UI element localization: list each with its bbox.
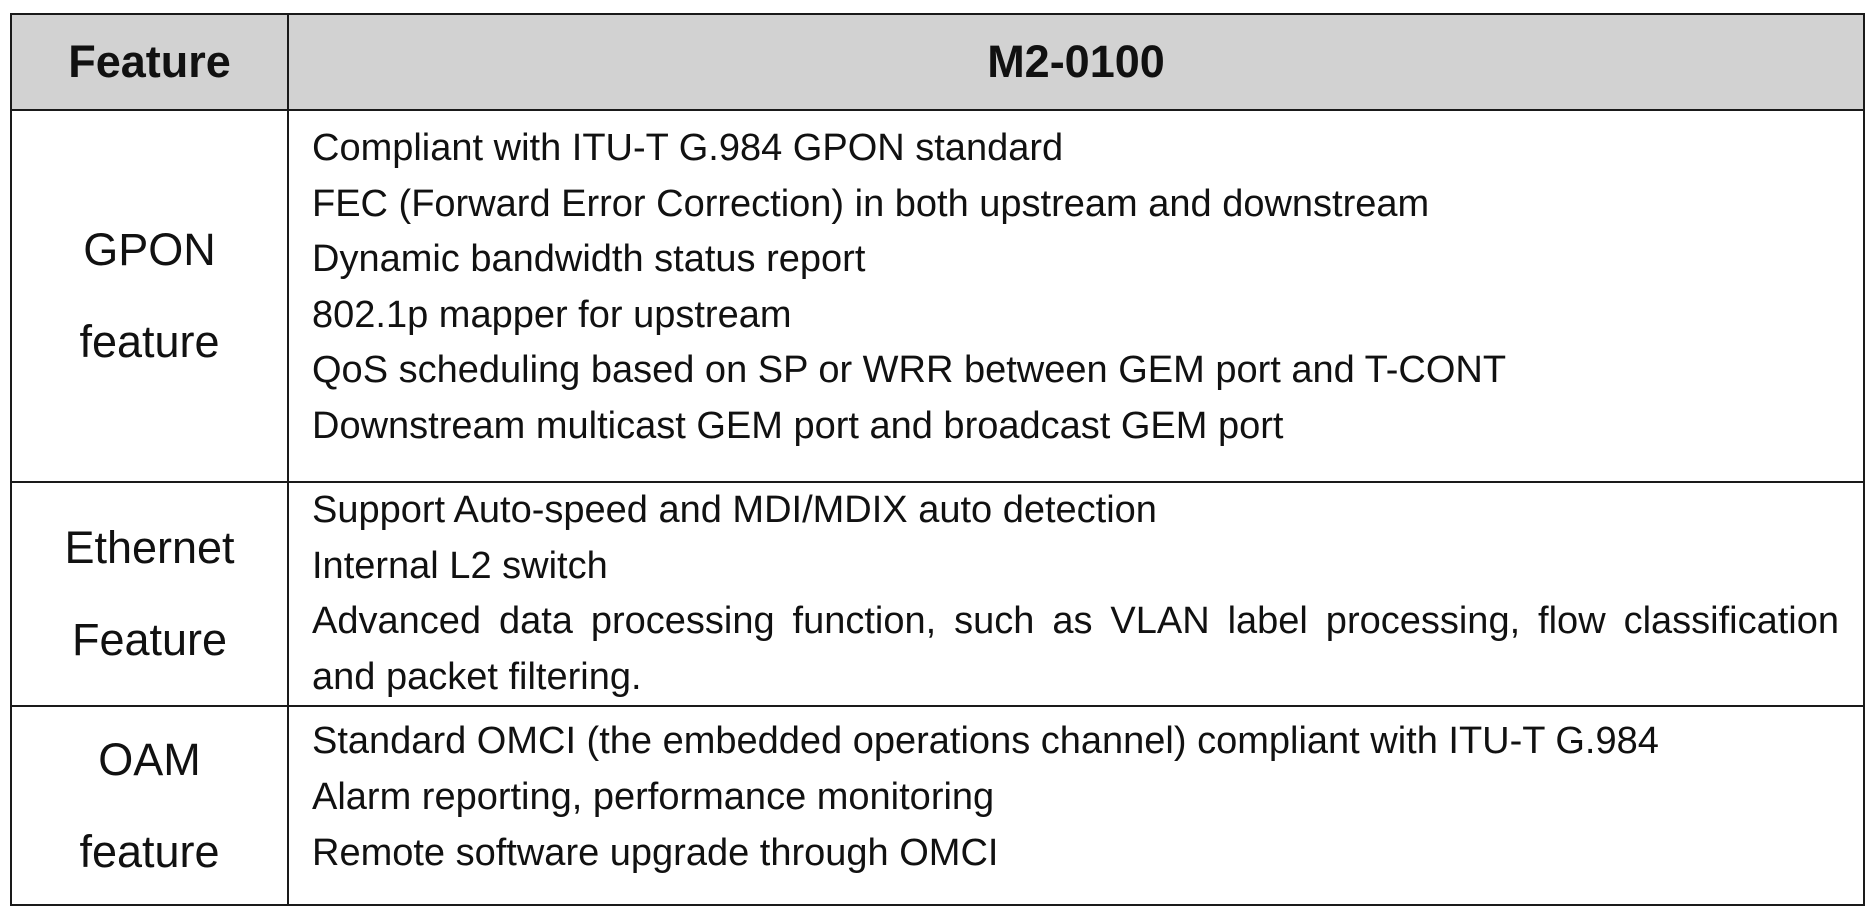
feature-name-line: Feature [71, 614, 228, 666]
feature-item: Alarm reporting, performance monitoring [312, 775, 995, 818]
feature-name-line: feature [79, 316, 220, 367]
feature-name-line: Ethernet [64, 522, 235, 574]
feature-spec-table: Feature M2-0100 GPON feature Compliant w… [10, 13, 1865, 906]
header-model: M2-0100 [287, 13, 1865, 111]
feature-name-ethernet: Ethernet Feature [10, 480, 289, 708]
feature-name-oam: OAM feature [10, 705, 289, 906]
feature-name-line: OAM [98, 733, 201, 785]
table-header-row: Feature M2-0100 [10, 13, 1865, 111]
feature-item: Support Auto-speed and MDI/MDIX auto det… [312, 489, 1157, 531]
feature-item: Downstream multicast GEM port and broadc… [312, 404, 1284, 447]
feature-item: FEC (Forward Error Correction) in both u… [312, 182, 1430, 225]
feature-item: Advanced data processing function, such … [312, 600, 1839, 698]
feature-item: Compliant with ITU-T G.984 GPON standard [312, 127, 1064, 169]
feature-name-line: GPON [83, 224, 216, 275]
feature-item: Standard OMCI (the embedded operations c… [312, 720, 1659, 763]
feature-name-gpon: GPON feature [10, 109, 289, 483]
feature-item: Remote software upgrade through OMCI [312, 831, 999, 874]
feature-item: QoS scheduling based on SP or WRR betwee… [312, 349, 1507, 392]
feature-item: Dynamic bandwidth status report [312, 238, 866, 281]
feature-items-oam: Standard OMCI (the embedded operations c… [287, 705, 1865, 906]
feature-items-gpon: Compliant with ITU-T G.984 GPON standard… [287, 109, 1865, 483]
table-row-gpon: GPON feature Compliant with ITU-T G.984 … [10, 109, 1865, 483]
table-row-ethernet: Ethernet Feature Support Auto-speed and … [10, 480, 1865, 708]
feature-item: Internal L2 switch [312, 544, 608, 587]
feature-items-ethernet: Support Auto-speed and MDI/MDIX auto det… [287, 480, 1865, 708]
header-feature: Feature [10, 13, 289, 111]
table-row-oam: OAM feature Standard OMCI (the embedded … [10, 705, 1865, 906]
feature-name-line: feature [79, 825, 220, 877]
feature-item: 802.1p mapper for upstream [312, 293, 792, 336]
